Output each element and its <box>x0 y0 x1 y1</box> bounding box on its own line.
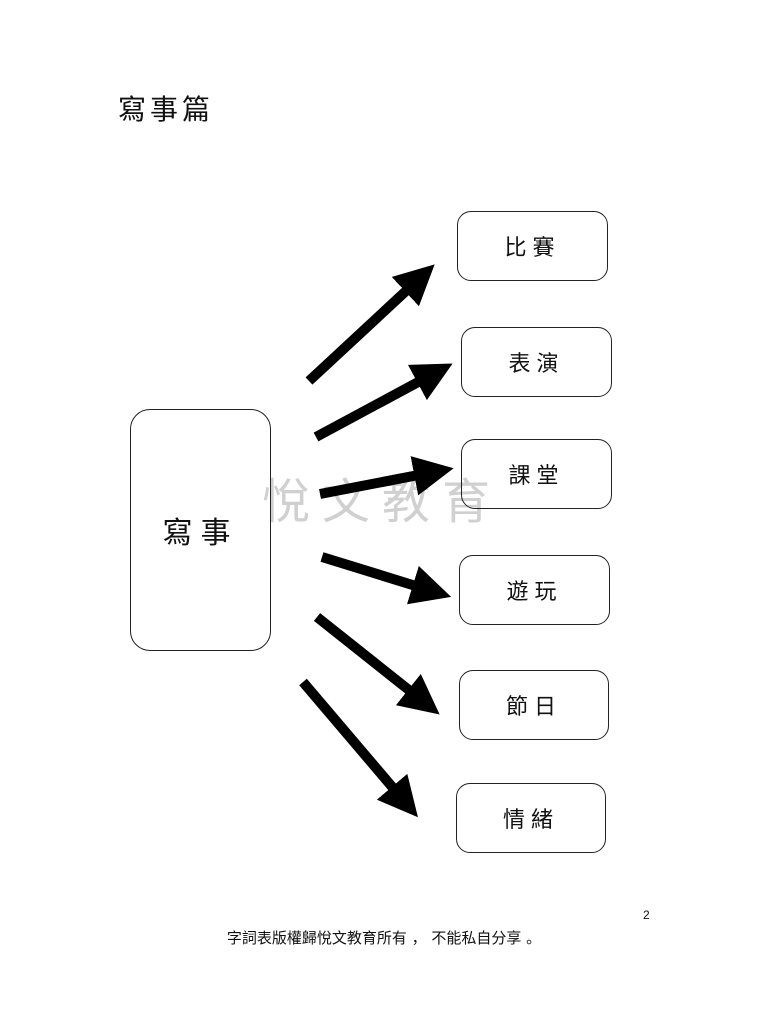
branch-label: 表演 <box>508 352 565 377</box>
branch-node-performance: 表演 <box>461 327 612 397</box>
arrow-to-festival <box>313 613 440 715</box>
arrow-to-play <box>320 552 452 605</box>
branch-label: 節日 <box>505 695 562 720</box>
copyright-footer: 字詞表版權歸悅文教育所有 ， 不能私自分享 。 <box>226 929 542 947</box>
arrow-to-emotion <box>299 678 418 818</box>
branch-node-festival: 節日 <box>459 670 609 740</box>
arrow-to-performance <box>313 363 453 442</box>
branch-node-play: 遊玩 <box>459 555 610 625</box>
branch-label: 比賽 <box>504 236 561 261</box>
branch-node-classroom: 課堂 <box>461 439 612 509</box>
arrow-to-competition <box>305 264 435 385</box>
branch-node-emotion: 情緒 <box>456 783 606 853</box>
page-number: 2 <box>643 908 650 922</box>
branch-label: 課堂 <box>508 464 565 489</box>
center-node-label: 寫事 <box>162 516 239 551</box>
branch-node-competition: 比賽 <box>457 211 608 281</box>
page-title: 寫事篇 <box>118 93 215 126</box>
arrow-to-classroom <box>319 456 454 499</box>
branch-label: 遊玩 <box>506 580 563 605</box>
center-node: 寫事 <box>130 409 271 651</box>
branch-label: 情緒 <box>502 808 559 833</box>
